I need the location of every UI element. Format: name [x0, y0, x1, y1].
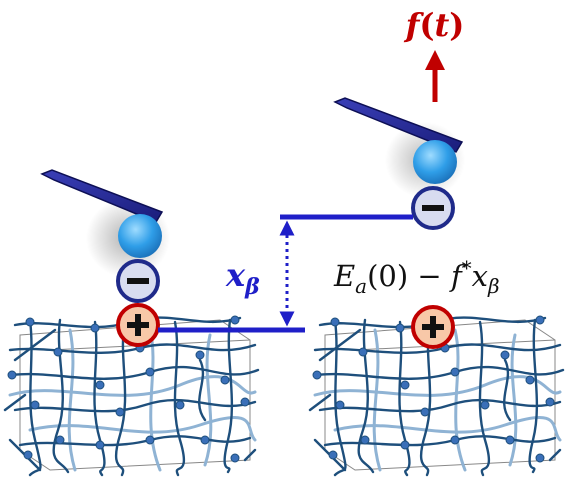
negative-charge-icon	[411, 186, 455, 230]
left-probe	[40, 169, 170, 303]
bead-icon	[413, 140, 457, 184]
cantilever-icon	[333, 97, 464, 153]
positive-charge-icon-left	[116, 303, 160, 347]
positive-charge-icon-right	[411, 305, 455, 349]
right-probe	[333, 97, 465, 230]
cantilever-icon	[40, 169, 164, 223]
distance-label: xβ	[225, 256, 260, 300]
force-label: f(t)	[404, 6, 465, 44]
negative-charge-icon	[116, 259, 160, 303]
energy-label: Ea(0) − f*xβ	[333, 256, 500, 298]
bead-icon	[118, 214, 162, 258]
